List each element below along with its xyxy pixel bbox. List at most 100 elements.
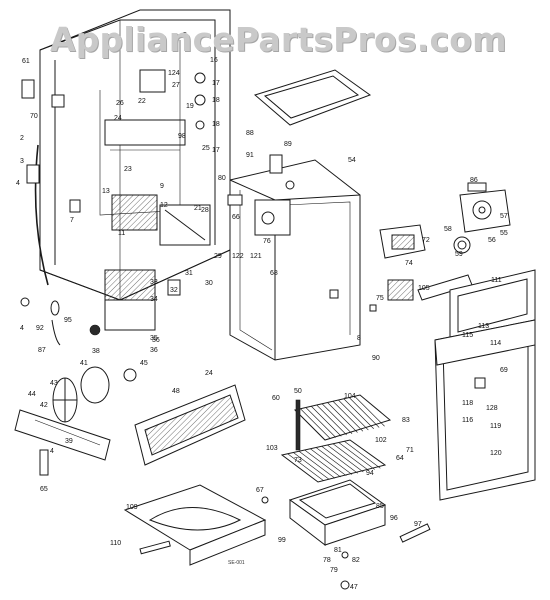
callout-c12: 12 [160, 202, 168, 209]
callout-c59: 59 [455, 251, 463, 258]
callout-c95: 95 [64, 317, 72, 324]
callout-c73: 73 [294, 457, 302, 464]
crisper-pan [288, 479, 387, 547]
callout-c111: 111 [491, 277, 502, 284]
callout-c116: 116 [462, 417, 473, 424]
callout-c109: 109 [126, 504, 138, 511]
callout-c27: 27 [172, 82, 180, 89]
wire-shelf-lower [280, 439, 387, 483]
compressor-assembly [20, 269, 181, 346]
evaporator-fan-housing [459, 182, 511, 233]
callout-c104: 104 [344, 393, 356, 400]
callout-c113: 113 [478, 323, 489, 330]
callout-c90: 90 [372, 355, 380, 362]
callout-c119: 119 [490, 423, 501, 430]
callout-c120: 120 [490, 450, 502, 457]
callout-c48: 48 [172, 388, 180, 395]
callout-c115: 115 [462, 332, 473, 339]
callout-c30: 30 [205, 280, 213, 287]
callout-c25: 25 [202, 145, 210, 152]
callout-c41: 41 [80, 360, 88, 367]
callout-c92: 92 [36, 325, 44, 332]
callout-c89: 89 [284, 141, 292, 148]
callout-c68: 68 [270, 270, 278, 277]
callout-c70: 70 [30, 113, 38, 120]
callout-c24: 24 [114, 115, 122, 122]
fan-motor-assembly [14, 366, 137, 476]
callout-c55: 55 [500, 230, 508, 237]
callout-c42: 42 [40, 402, 48, 409]
callout-c118: 118 [462, 400, 473, 407]
freezer-shelf [253, 69, 372, 126]
callout-c74: 74 [405, 260, 413, 267]
callout-c22: 22 [138, 98, 146, 105]
callout-c69: 69 [500, 367, 508, 374]
callout-c128: 128 [486, 405, 498, 412]
callout-c80: 80 [218, 175, 226, 182]
callout-c85: 85 [376, 503, 384, 510]
callout-c78: 78 [323, 557, 331, 564]
callout-c36: 36 [150, 347, 158, 354]
callout-c28: 28 [201, 207, 209, 214]
callout-c4c: 4 [50, 448, 54, 455]
callout-c29: 29 [214, 253, 222, 260]
callout-c99: 99 [278, 537, 286, 544]
drain-pan [123, 484, 267, 566]
liner-assembly [229, 159, 361, 361]
callout-c43: 43 [50, 380, 58, 387]
callout-c31: 31 [185, 270, 193, 277]
callout-c33: 33 [150, 279, 158, 286]
callout-c16: 16 [210, 57, 218, 64]
grille-panel [134, 384, 246, 466]
control-housing [379, 224, 473, 301]
callout-c26: 26 [116, 100, 124, 107]
callout-c39: 39 [65, 438, 73, 445]
callout-c23: 23 [124, 166, 132, 173]
callout-c102: 102 [375, 437, 387, 444]
callout-c83: 83 [402, 417, 410, 424]
callout-c18a: 18 [212, 97, 220, 104]
callout-c96: 96 [390, 515, 398, 522]
callout-c67: 67 [256, 487, 264, 494]
callout-c2: 2 [20, 135, 24, 142]
callout-c35: 35 [150, 335, 158, 342]
callout-c82: 82 [352, 557, 360, 564]
callout-c4a: 4 [16, 180, 20, 187]
callout-c88: 88 [246, 130, 254, 137]
callout-c114: 114 [490, 340, 501, 347]
callout-c44: 44 [28, 391, 36, 398]
callout-c54: 54 [348, 157, 356, 164]
callout-c34: 34 [150, 296, 158, 303]
callout-c81: 81 [334, 547, 342, 554]
callout-c61: 61 [22, 58, 30, 65]
callout-c4b: 4 [20, 325, 24, 332]
callout-c13: 13 [102, 188, 110, 195]
callout-c47: 47 [350, 584, 358, 591]
callout-c121: 121 [250, 253, 262, 260]
callout-c38: 38 [92, 348, 100, 355]
callout-c97: 97 [414, 521, 422, 528]
callout-c60: 60 [272, 395, 280, 402]
callout-c58: 58 [444, 226, 452, 233]
callout-c3: 3 [20, 158, 24, 165]
small-hardware [21, 79, 431, 590]
wire-shelf-upper [294, 394, 392, 441]
callout-c66: 66 [232, 214, 240, 221]
callout-c18b: 18 [212, 121, 220, 128]
callout-c91: 91 [246, 152, 254, 159]
callout-c19: 19 [186, 103, 194, 110]
callout-c124: 124 [168, 70, 180, 77]
callout-c103: 103 [266, 445, 278, 452]
callout-c94: 94 [366, 470, 374, 477]
callout-c110: 110 [110, 540, 121, 547]
callout-c64: 64 [396, 455, 404, 462]
callout-c7: 7 [70, 217, 74, 224]
callout-c50: 50 [294, 388, 302, 395]
callout-c32: 32 [170, 287, 178, 294]
door-gasket-lower [434, 319, 536, 501]
callout-c9: 9 [160, 183, 164, 190]
callout-c71: 71 [406, 447, 414, 454]
callout-c76: 76 [263, 238, 271, 245]
